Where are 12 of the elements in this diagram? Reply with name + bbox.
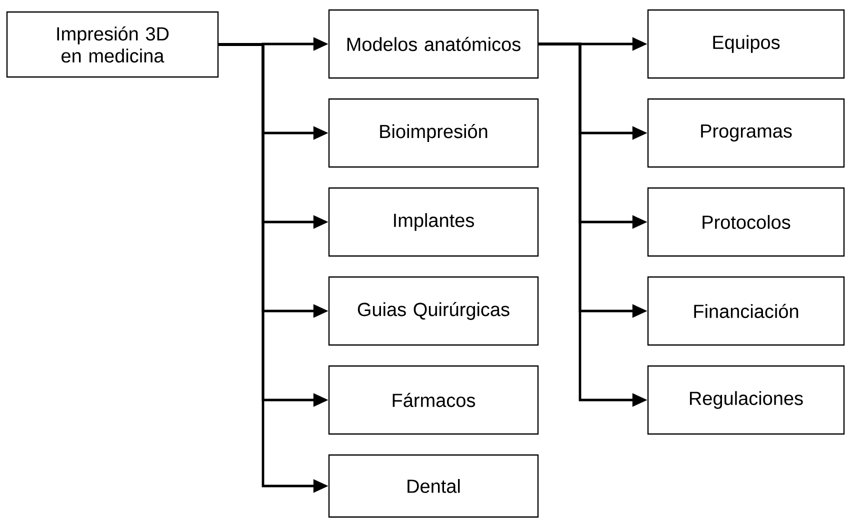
process-box: Impresión 3D en medicina [6,11,219,78]
process-box: Dental [328,454,539,518]
process-box: Financiación [647,276,845,346]
process-box: Regulaciones [647,365,845,435]
process-box: Equipos [647,9,845,79]
process-box: Programas [647,98,845,168]
process-box: Modelos anatómicos [328,9,539,79]
process-box: Bioimpresión [328,98,539,168]
process-box: Implantes [328,187,539,257]
process-box: Fármacos [328,365,539,435]
process-box: Protocolos [647,187,845,257]
process-box: Guias Quirúrgicas [328,276,539,346]
